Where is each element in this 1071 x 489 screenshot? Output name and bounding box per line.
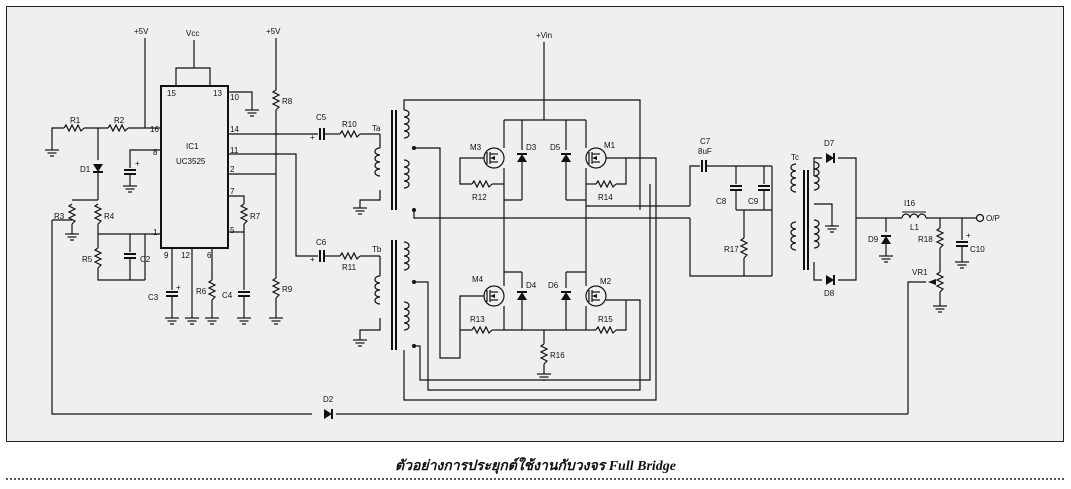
ic1-label: IC1 [186, 142, 199, 151]
c7-value: 8uF [698, 147, 712, 156]
d4-label: D4 [526, 281, 537, 290]
supply-5v-left-label: +5V [134, 27, 149, 36]
d2-label: D2 [323, 395, 334, 404]
pin-label: 1 [153, 228, 158, 237]
pin-label: 13 [213, 89, 222, 98]
l1-label: L1 [910, 223, 919, 232]
r9-label: R9 [282, 285, 293, 294]
m4-label: M4 [472, 275, 484, 284]
r3-label: R3 [54, 212, 65, 221]
pin-label: 6 [207, 251, 212, 260]
pin-label: 9 [164, 251, 169, 260]
c8-label: C8 [716, 197, 727, 206]
d5-label: D5 [550, 143, 561, 152]
schematic-frame [6, 6, 1064, 442]
pin-label: 7 [230, 187, 235, 196]
r14-label: R14 [598, 193, 613, 202]
m3-label: M3 [470, 143, 482, 152]
c10-label: C10 [970, 245, 985, 254]
r7-label: R7 [250, 212, 261, 221]
r18-label: R18 [918, 235, 933, 244]
pin-label: 11 [230, 146, 239, 155]
r10-label: R10 [342, 120, 357, 129]
pin-label: 2 [230, 165, 235, 174]
r4-label: R4 [104, 212, 115, 221]
ic1-part-label: UC3525 [176, 157, 206, 166]
vr1-label: VR1 [912, 268, 928, 277]
c9-label: C9 [748, 197, 759, 206]
r1-label: R1 [70, 116, 81, 125]
c5-label: C5 [316, 113, 327, 122]
pin-label: 8 [153, 148, 158, 157]
r11-label: R11 [342, 263, 357, 272]
c7-label: C7 [700, 137, 711, 146]
pin-label: 5 [230, 226, 235, 235]
figure-caption: ตัวอย่างการประยุกต์ใช้งานกับวงจร Full Br… [395, 459, 676, 474]
m1-label: M1 [604, 141, 616, 150]
r5-label: R5 [82, 255, 93, 264]
polarity-mark: + [176, 283, 181, 292]
pin-label: 16 [150, 125, 159, 134]
i16-label: I16 [904, 199, 916, 208]
polarity-mark: + [310, 255, 315, 264]
pin-label: 12 [181, 251, 190, 260]
d3-label: D3 [526, 143, 537, 152]
c3-label: C3 [148, 293, 159, 302]
ic1-chip [160, 85, 229, 249]
d9-label: D9 [868, 235, 879, 244]
ta-label: Ta [372, 124, 381, 133]
r15-label: R15 [598, 315, 613, 324]
d8-label: D8 [824, 289, 835, 298]
output-label: O/P [986, 214, 1000, 223]
polarity-mark: + [966, 231, 971, 240]
d6-label: D6 [548, 281, 559, 290]
m2-label: M2 [600, 277, 612, 286]
r12-label: R12 [472, 193, 487, 202]
polarity-mark: + [135, 159, 140, 168]
r16-label: R16 [550, 351, 565, 360]
supply-5v-right-label: +5V [266, 27, 281, 36]
tc-label: Tc [791, 153, 799, 162]
pin-label: 15 [167, 89, 176, 98]
d1-label: D1 [80, 165, 91, 174]
d7-label: D7 [824, 139, 835, 148]
r13-label: R13 [470, 315, 485, 324]
r8-label: R8 [282, 97, 293, 106]
r17-label: R17 [724, 245, 739, 254]
vin-label: +Vin [536, 31, 552, 40]
dotted-divider [6, 478, 1064, 480]
c6-label: C6 [316, 238, 327, 247]
polarity-mark: + [310, 133, 315, 142]
vcc-label: Vcc [186, 29, 199, 38]
pin-label: 14 [230, 125, 239, 134]
tb-label: Tb [372, 245, 382, 254]
r2-label: R2 [114, 116, 125, 125]
r6-label: R6 [196, 287, 207, 296]
c4-label: C4 [222, 291, 233, 300]
pin-label: 10 [230, 93, 239, 102]
